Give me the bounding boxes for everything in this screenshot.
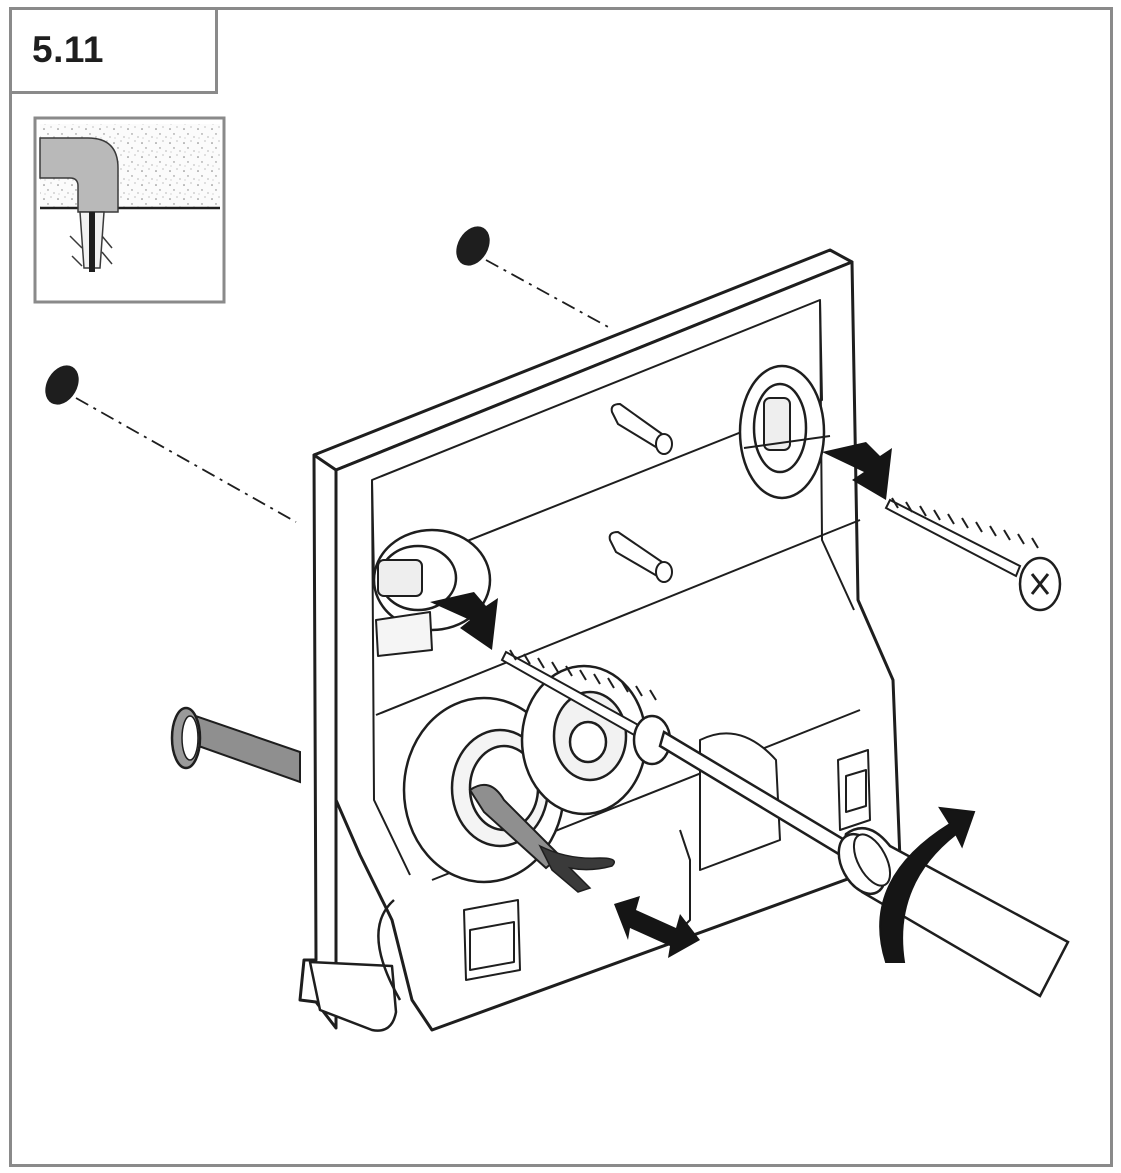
- wall-hole-icon: [45, 365, 79, 405]
- cable-end: [468, 783, 615, 893]
- adjust-arrow-icon: [614, 896, 700, 958]
- screw-mount-upper: [738, 364, 831, 500]
- step-number: 5.11: [32, 29, 104, 70]
- cable: [170, 706, 301, 784]
- inset-detail: [33, 116, 226, 304]
- wall-hole-icon: [456, 226, 490, 266]
- wall-anchor-markers: [45, 226, 611, 523]
- step-number-box: 5.11: [9, 7, 218, 94]
- push-arrow-icon: [430, 442, 892, 650]
- second-entry: [520, 664, 648, 816]
- cable-bend-icon: [39, 137, 119, 213]
- rotate-arrow-icon: [879, 806, 976, 963]
- locating-pegs: [608, 403, 673, 583]
- screw-icon: [500, 497, 1062, 766]
- latch-bottom: [463, 899, 521, 981]
- diagram-frame: [9, 7, 1113, 1167]
- base-plate: [298, 248, 902, 1032]
